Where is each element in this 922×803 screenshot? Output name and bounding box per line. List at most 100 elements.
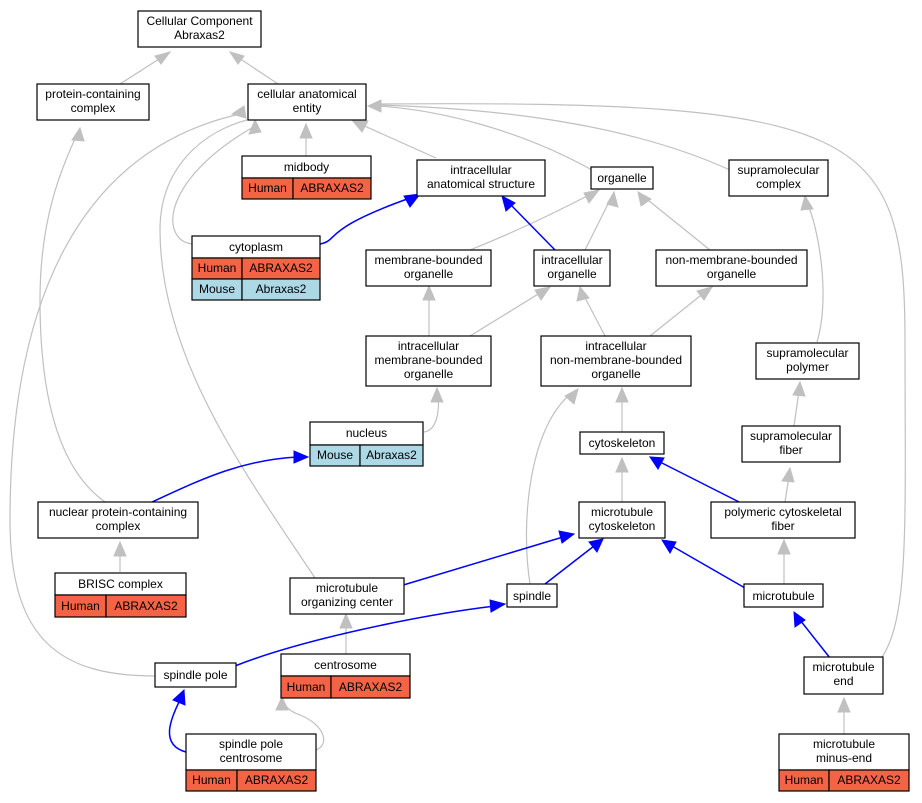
node-microtubule-cytoskeleton[interactable]: microtubule cytoskeleton xyxy=(578,501,666,539)
edge-smp-smc xyxy=(805,199,824,343)
edge-spindle-inmbo xyxy=(525,389,577,585)
species-cell: Mouse xyxy=(317,448,353,462)
node-line: Cellular Component xyxy=(146,14,253,28)
gene-cell: ABRAXAS2 xyxy=(249,261,313,275)
node-microtubule[interactable]: microtubule xyxy=(743,583,824,608)
edge-cytoplasm-ias xyxy=(319,197,411,245)
node-protein-containing-complex[interactable]: protein-containing complex xyxy=(36,83,150,121)
node-line: anatomical structure xyxy=(427,177,535,191)
node-supramolecular-complex[interactable]: supramolecular complex xyxy=(728,159,829,197)
arrowhead xyxy=(792,380,806,397)
edge-npcc-nucleus xyxy=(151,456,299,503)
node-line: supramolecular xyxy=(750,429,832,443)
node-cytoplasm[interactable]: cytoplasm Human ABRAXAS2 Mouse Abraxas2 xyxy=(191,235,321,301)
node-microtubule-organizing-center[interactable]: microtubule organizing center xyxy=(289,577,405,615)
node-line: complex xyxy=(96,519,141,533)
node-line: Abraxas2 xyxy=(174,28,225,42)
node-label: midbody xyxy=(284,160,329,174)
node-microtubule-end[interactable]: microtubule end xyxy=(803,656,884,695)
node-line: centrosome xyxy=(220,751,283,765)
node-supramolecular-fiber[interactable]: supramolecular fiber xyxy=(741,425,841,463)
node-polymeric-cytoskeletal-fiber[interactable]: polymeric cytoskeletal fiber xyxy=(710,501,856,539)
edge-mt-mtc xyxy=(671,545,746,589)
node-cytoskeleton[interactable]: cytoskeleton xyxy=(579,431,665,455)
node-line: complex xyxy=(71,101,116,115)
arrowhead xyxy=(661,539,677,554)
node-spindle[interactable]: spindle xyxy=(506,583,558,608)
node-spindle-pole[interactable]: spindle pole xyxy=(154,662,237,688)
gene-cell: ABRAXAS2 xyxy=(245,773,309,787)
node-cellular-anatomical-entity[interactable]: cellular anatomical entity xyxy=(247,83,367,121)
node-line: organelle xyxy=(591,367,641,381)
arrowhead xyxy=(800,194,814,211)
arrowhead xyxy=(366,99,382,113)
edge-organelle-cae xyxy=(377,105,593,171)
node-line: minus-end xyxy=(816,751,872,765)
arrowhead xyxy=(228,51,245,65)
node-line: polymeric cytoskeletal xyxy=(724,505,841,519)
arrowhead xyxy=(154,51,172,65)
node-line: nuclear protein-containing xyxy=(49,505,187,519)
arrowhead xyxy=(637,191,652,207)
node-membrane-bounded-organelle[interactable]: membrane-bounded organelle xyxy=(365,249,492,287)
node-organelle[interactable]: organelle xyxy=(590,166,654,190)
node-microtubule-minus-end[interactable]: microtubule minus-end Human ABRAXAS2 xyxy=(778,733,910,792)
node-line: non-membrane-bounded xyxy=(665,253,797,267)
edge-spindlepole-cae xyxy=(9,113,241,677)
node-line: non-membrane-bounded xyxy=(550,353,682,367)
arrowhead xyxy=(403,193,422,208)
node-line: organelle xyxy=(547,267,597,281)
species-cell: Human xyxy=(785,773,824,787)
node-centrosome[interactable]: centrosome Human ABRAXAS2 xyxy=(280,653,411,699)
node-line: intracellular xyxy=(541,253,602,267)
node-brisc-complex[interactable]: BRISC complex Human ABRAXAS2 xyxy=(54,572,187,618)
edge-io-ias xyxy=(509,203,556,251)
node-line: organelle xyxy=(404,267,454,281)
arrowhead xyxy=(696,286,714,301)
node-label: microtubule xyxy=(752,589,814,603)
edge-mbo-organelle xyxy=(469,191,596,251)
part-of-edges xyxy=(151,197,831,753)
arrowhead xyxy=(422,284,436,301)
node-intracellular-organelle[interactable]: intracellular organelle xyxy=(533,249,611,287)
node-intracellular-membrane-bounded-organelle[interactable]: intracellular membrane-bounded organelle xyxy=(365,335,492,387)
edge-mtoc-mtc xyxy=(399,536,564,587)
species-cell: Human xyxy=(287,680,326,694)
arrowhead xyxy=(293,450,310,464)
node-line: polymer xyxy=(786,360,829,374)
node-line: microtubule xyxy=(316,581,378,595)
node-line: intracellular xyxy=(585,339,646,353)
edge-mtend-mt xyxy=(799,619,831,659)
node-cellular-component[interactable]: Cellular Component Abraxas2 xyxy=(137,10,262,48)
arrowhead xyxy=(576,285,590,302)
is-a-edges xyxy=(9,51,906,751)
node-spindle-pole-centrosome[interactable]: spindle pole centrosome Human ABRAXAS2 xyxy=(185,733,317,792)
arrowhead xyxy=(793,610,806,628)
node-intracellular-anatomical-structure[interactable]: intracellular anatomical structure xyxy=(416,159,546,197)
node-line: supramolecular xyxy=(737,163,819,177)
node-label: BRISC complex xyxy=(78,577,163,591)
arrowhead xyxy=(777,538,791,555)
arrowhead xyxy=(615,386,629,403)
node-midbody[interactable]: midbody Human ABRAXAS2 xyxy=(241,155,372,200)
node-non-membrane-bounded-organelle[interactable]: non-membrane-bounded organelle xyxy=(655,249,808,287)
node-label: organelle xyxy=(597,171,647,185)
node-line: membrane-bounded xyxy=(374,253,482,267)
node-line: supramolecular xyxy=(766,346,848,360)
arrowhead xyxy=(248,118,262,135)
node-supramolecular-polymer[interactable]: supramolecular polymer xyxy=(755,342,860,380)
node-line: complex xyxy=(756,177,801,191)
species-cell: Human xyxy=(61,599,100,613)
node-nuclear-protein-containing-complex[interactable]: nuclear protein-containing complex xyxy=(37,501,199,539)
edge-cytoplasm-cae xyxy=(172,125,256,245)
arrowhead xyxy=(649,456,665,470)
arrowhead xyxy=(350,119,369,133)
gene-cell: ABRAXAS2 xyxy=(114,599,178,613)
species-cell: Human xyxy=(248,181,287,195)
node-line: end xyxy=(833,674,853,688)
species-cell: Mouse xyxy=(199,282,235,296)
node-intracellular-non-membrane-bounded-organelle[interactable]: intracellular non-membrane-bounded organ… xyxy=(540,335,692,387)
node-nucleus[interactable]: nucleus Mouse Abraxas2 xyxy=(309,421,424,467)
edge-nmbo-organelle xyxy=(637,191,711,251)
